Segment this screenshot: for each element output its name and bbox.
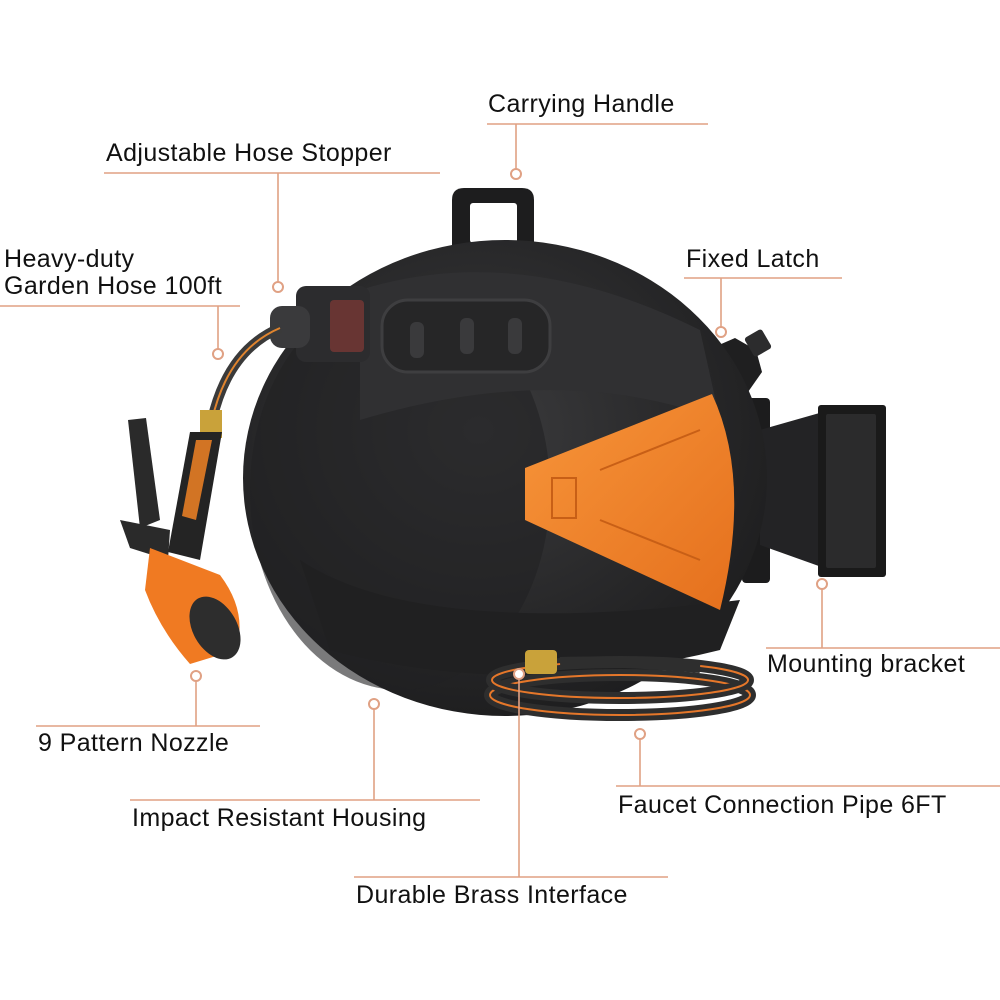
orange-panel-shape	[525, 394, 735, 610]
callout-dots	[190, 168, 828, 740]
hose-stopper-shape	[270, 286, 370, 362]
label-garden-hose-line2: Garden Hose 100ft	[4, 272, 223, 300]
callout-leaders	[0, 123, 1000, 878]
faucet-pipe-shape	[484, 650, 756, 721]
brass-fitting-shape	[525, 650, 557, 674]
label-housing: Impact Resistant Housing	[132, 804, 427, 832]
label-carrying-handle: Carrying Handle	[488, 90, 675, 118]
reel-housing-shape	[243, 240, 767, 716]
label-hose-stopper: Adjustable Hose Stopper	[106, 139, 392, 167]
spray-nozzle-shape	[120, 410, 241, 664]
label-faucet-pipe: Faucet Connection Pipe 6FT	[618, 791, 947, 819]
label-fixed-latch: Fixed Latch	[686, 245, 820, 273]
label-garden-hose: Heavy-duty Garden Hose 100ft	[4, 246, 222, 300]
label-mounting-bracket: Mounting bracket	[767, 650, 966, 678]
label-garden-hose-line1: Heavy-duty	[4, 245, 135, 273]
label-nozzle: 9 Pattern Nozzle	[38, 729, 230, 757]
label-brass-interface: Durable Brass Interface	[356, 881, 628, 909]
